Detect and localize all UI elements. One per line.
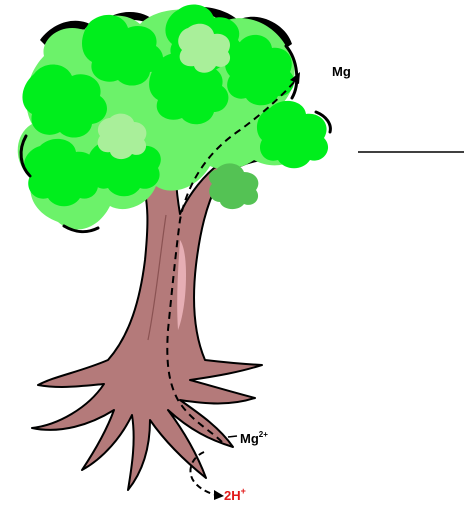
proton-base: 2H bbox=[224, 488, 241, 503]
proton-charge: + bbox=[241, 486, 246, 496]
mg-ion-tick bbox=[228, 436, 237, 437]
mg-top-label: Mg bbox=[332, 64, 351, 79]
proton-label: 2H+ bbox=[224, 486, 246, 503]
side-leaf bbox=[209, 163, 258, 209]
mg-ion-charge: 2+ bbox=[259, 430, 268, 439]
mg-ion-label: Mg2+ bbox=[240, 430, 268, 446]
tree-illustration-icon bbox=[18, 4, 331, 490]
mg-ion-base: Mg bbox=[240, 431, 259, 446]
dashed-curved-arrow-icon bbox=[190, 452, 224, 500]
